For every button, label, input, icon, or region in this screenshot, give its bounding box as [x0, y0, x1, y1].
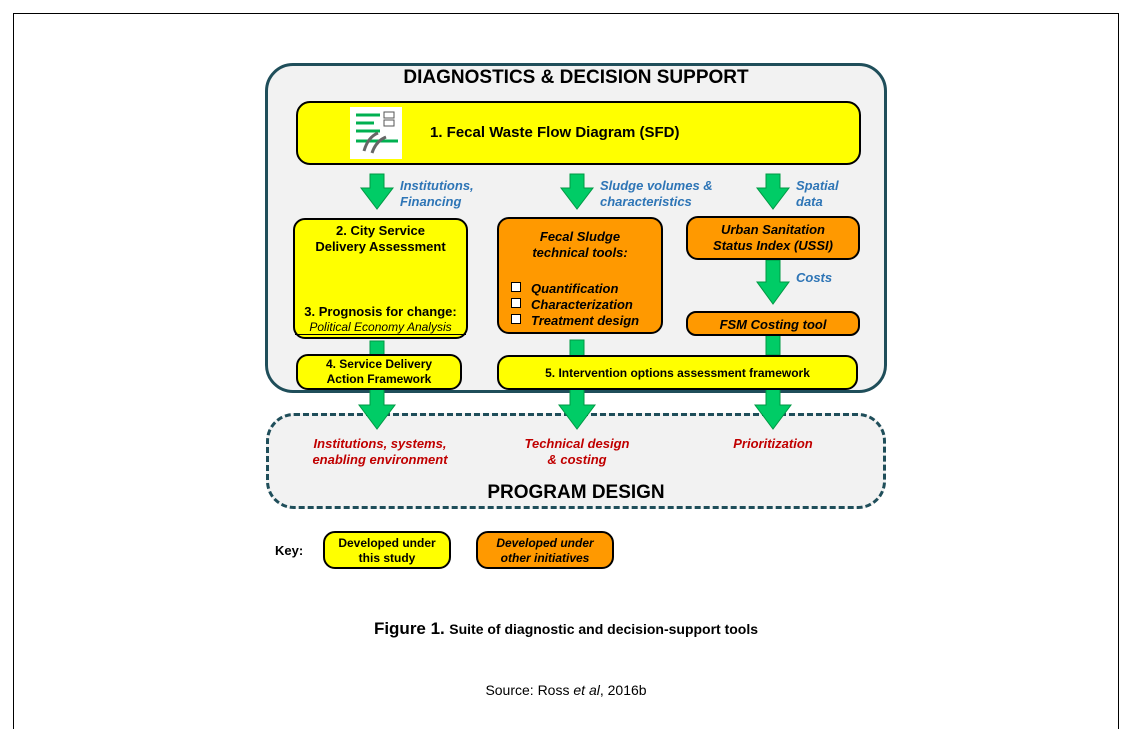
key-yellow-label: Developed under this study — [338, 536, 436, 565]
output-institutions: Institutions, systems, enabling environm… — [312, 436, 448, 467]
key-orange-label: Developed under other initiatives — [496, 536, 594, 565]
connector-middle — [569, 339, 585, 357]
program-design-title: PROGRAM DESIGN — [487, 482, 665, 503]
service-delivery-label: 4. Service Delivery Action Framework — [325, 357, 433, 386]
fecal-sludge-box: Fecal Sludge technical tools: Quantifica… — [497, 217, 663, 334]
flow-label-spatial: Spatial data — [796, 178, 839, 209]
political-economy-label: Political Economy Analysis — [309, 320, 452, 334]
ussi-label: Urban Sanitation Status Index (USSI) — [713, 222, 833, 253]
fsm-costing-label: FSM Costing tool — [719, 317, 827, 332]
output-technical: Technical design & costing — [524, 436, 630, 467]
frame-top — [13, 13, 1119, 14]
prognosis-underline — [295, 334, 466, 335]
arrow-middle-to-program — [558, 388, 596, 430]
source-suffix: , 2016b — [599, 682, 647, 698]
sfd-thumbnail-icon — [350, 107, 402, 159]
checkbox-icon — [511, 314, 521, 324]
connector-right — [765, 334, 781, 356]
figure-caption: Figure 1. Suite of diagnostic and decisi… — [0, 619, 1132, 639]
city-service-label: 2. City Service Delivery Assessment — [315, 223, 446, 254]
figure-label: Figure 1. — [373, 619, 445, 638]
key-yellow-box: Developed under this study — [323, 531, 451, 569]
prognosis-label: 3. Prognosis for change: — [304, 304, 457, 319]
connector-left — [369, 340, 385, 356]
fsm-costing-box: FSM Costing tool — [686, 311, 860, 336]
tool-item: Characterization — [511, 297, 639, 313]
diagnostics-title: DIAGNOSTICS & DECISION SUPPORT — [403, 67, 749, 88]
flow-label-costs: Costs — [796, 270, 833, 285]
source-line: Source: Ross et al, 2016b — [0, 682, 1132, 698]
frame-left — [13, 13, 14, 729]
key-orange-box: Developed under other initiatives — [476, 531, 614, 569]
ussi-box: Urban Sanitation Status Index (USSI) — [686, 216, 860, 260]
tool-item: Treatment design — [511, 313, 639, 329]
output-prioritization: Prioritization — [733, 436, 813, 451]
intervention-label: 5. Intervention options assessment frame… — [545, 366, 810, 380]
source-italic: et al — [573, 682, 600, 698]
service-delivery-box: 4. Service Delivery Action Framework — [296, 354, 462, 390]
arrow-ussi-to-costing — [756, 259, 790, 305]
sfd-box: 1. Fecal Waste Flow Diagram (SFD) — [296, 101, 861, 165]
flow-label-institutions: Institutions, Financing — [400, 178, 474, 209]
arrow-right-to-program — [754, 388, 792, 430]
checkbox-icon — [511, 282, 521, 292]
source-prefix: Source: Ross — [485, 682, 574, 698]
arrow-sfd-to-ussi — [755, 173, 791, 210]
sfd-label: 1. Fecal Waste Flow Diagram (SFD) — [430, 124, 680, 141]
frame-right — [1118, 13, 1119, 729]
intervention-box: 5. Intervention options assessment frame… — [497, 355, 858, 390]
arrow-sfd-to-city — [359, 173, 395, 210]
arrow-left-to-program — [358, 388, 396, 430]
fecal-sludge-tool-list: Quantification Characterization Treatmen… — [511, 281, 639, 329]
figure-text: Suite of diagnostic and decision-support… — [449, 621, 759, 637]
checkbox-icon — [511, 298, 521, 308]
tool-item: Quantification — [511, 281, 639, 297]
fecal-sludge-title: Fecal Sludge technical tools: — [532, 229, 628, 260]
city-service-box: 2. City Service Delivery Assessment 3. P… — [293, 218, 468, 339]
flow-label-sludge: Sludge volumes & characteristics — [600, 178, 713, 209]
arrow-sfd-to-sludge — [559, 173, 595, 210]
key-label: Key: — [275, 543, 304, 558]
